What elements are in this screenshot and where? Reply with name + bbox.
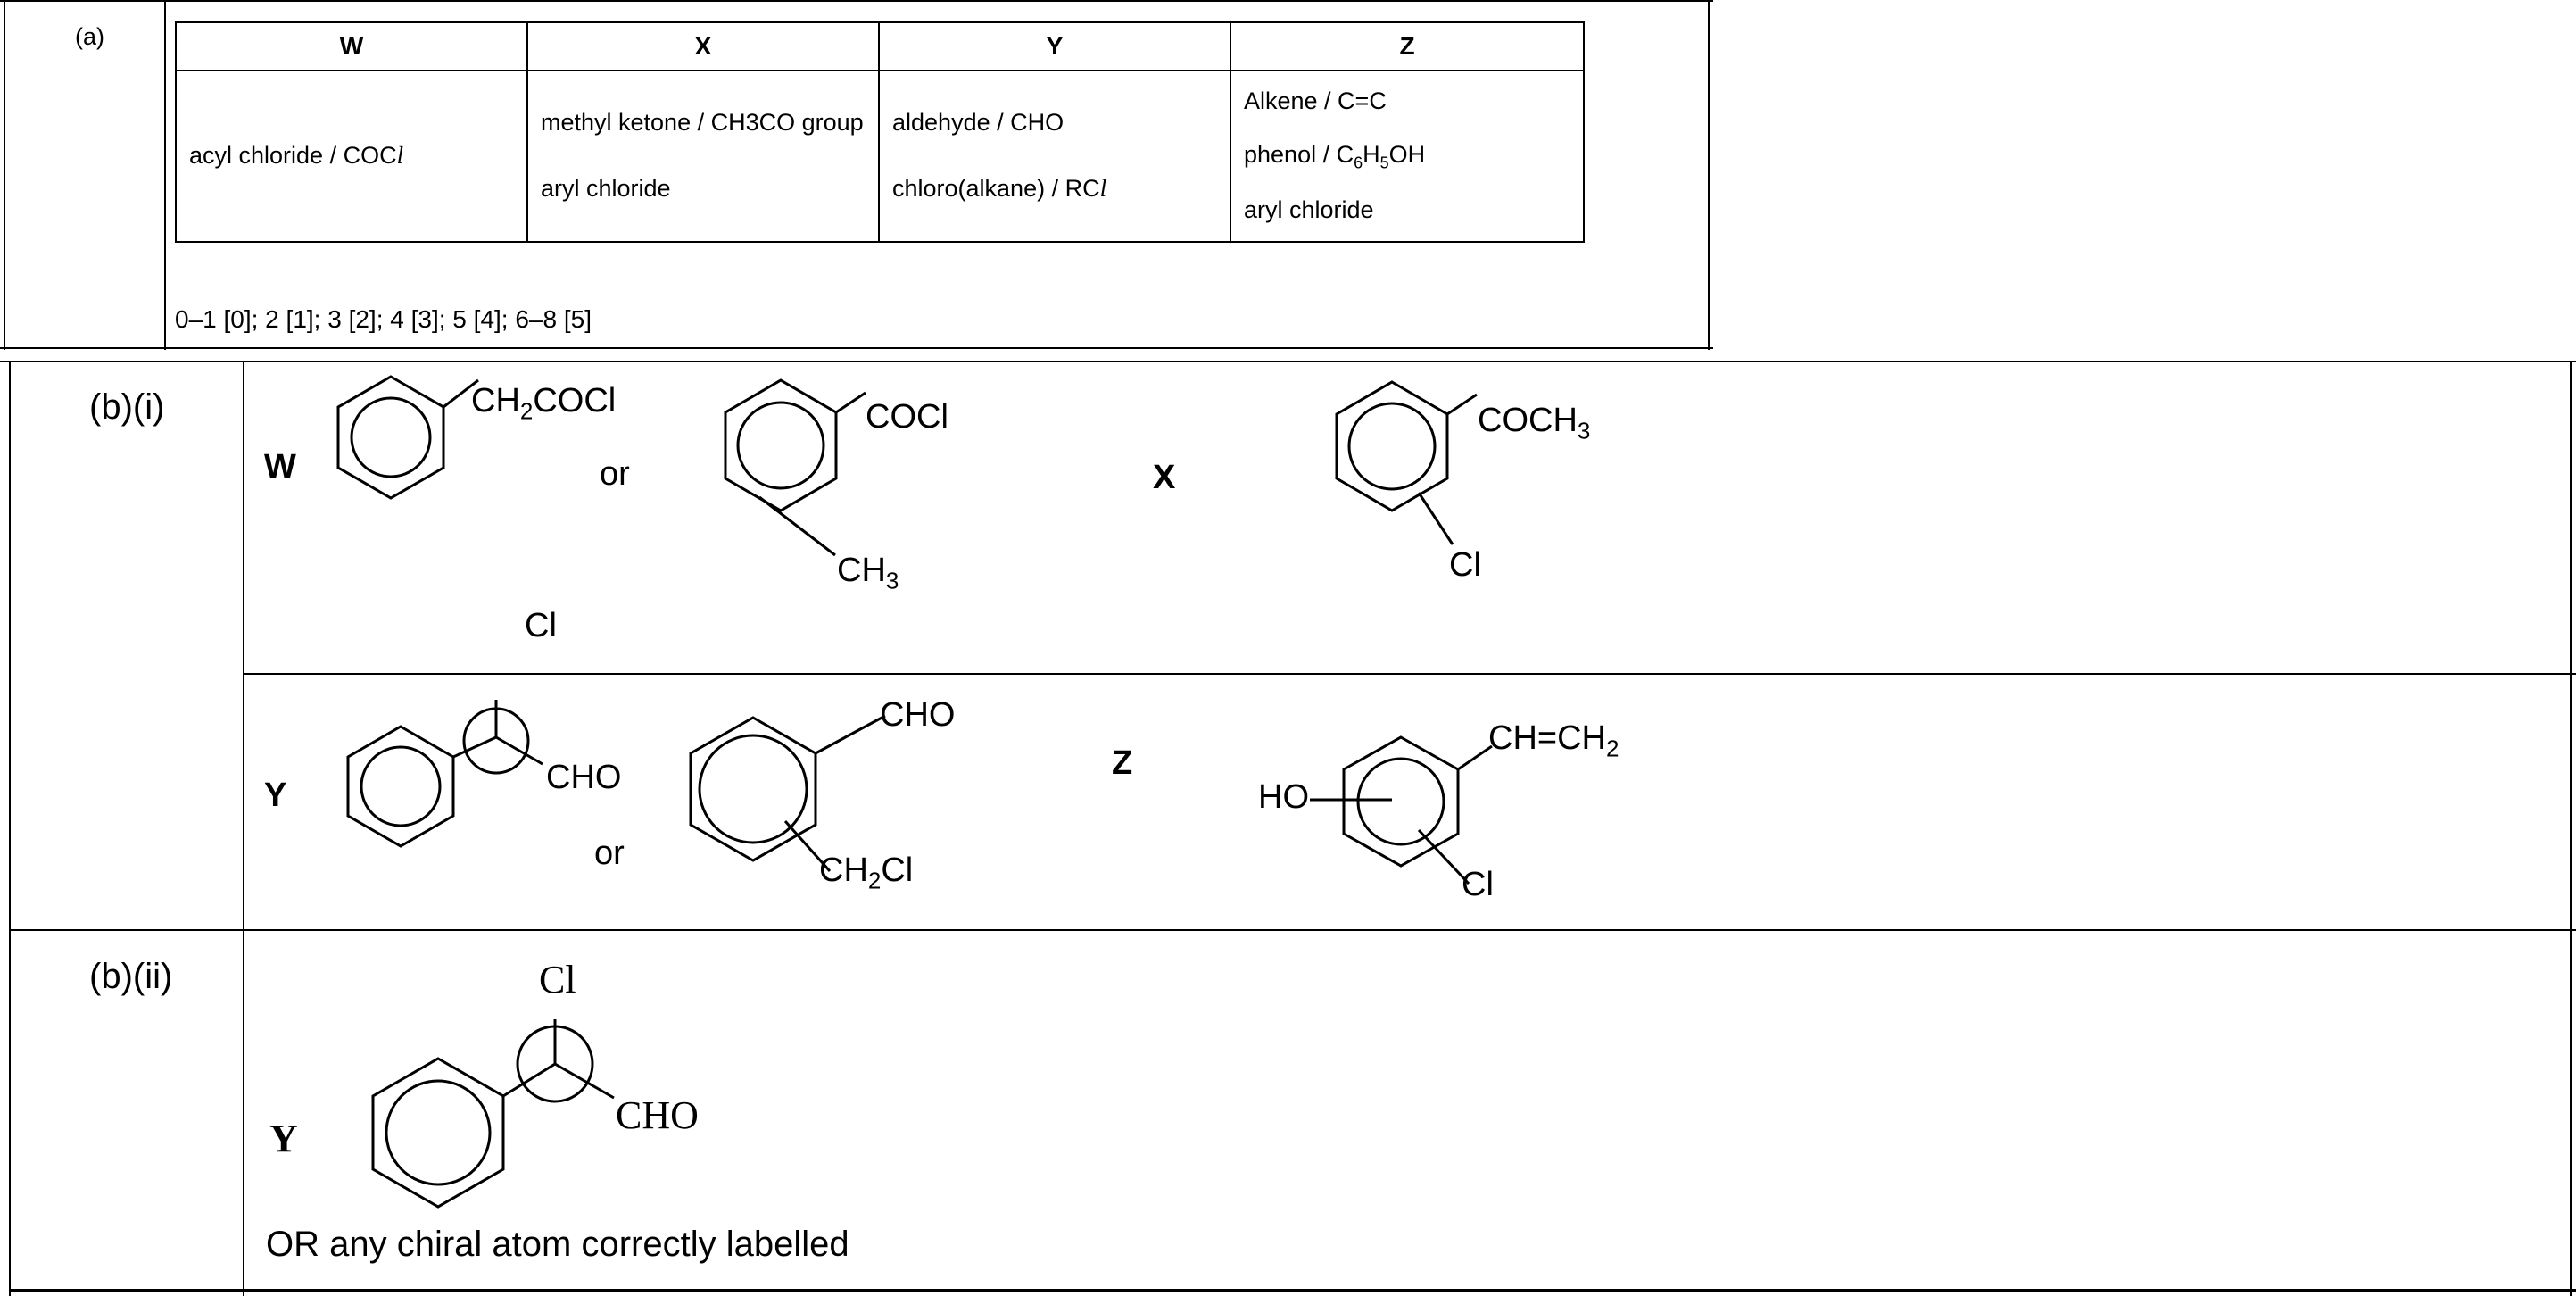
compound-x-label: X xyxy=(1153,459,1176,496)
table-row: acyl chloride / COCl methyl ketone / CH3… xyxy=(175,70,1585,243)
x-substituent: COCH3 xyxy=(1478,402,1591,444)
rule xyxy=(243,673,2576,675)
chiral-note: OR any chiral atom correctly labelled xyxy=(266,1225,849,1264)
header-z: Z xyxy=(1230,21,1585,71)
table-header-row: W X Y Z xyxy=(175,21,1585,71)
header-y: Y xyxy=(878,21,1231,71)
cell-x: methyl ketone / CH3CO group aryl chlorid… xyxy=(526,70,880,243)
part-bi-label: (b)(i) xyxy=(89,387,165,427)
cell-z: Alkene / C=C phenol / C6H5OH aryl chlori… xyxy=(1230,70,1585,243)
compound-w-label: W xyxy=(264,448,296,486)
bii-aldehyde: CHO xyxy=(616,1093,699,1137)
cell-text: aryl chloride xyxy=(541,175,671,202)
compound-y-label: Y xyxy=(264,777,287,814)
y2-substituent-2: CH2Cl xyxy=(819,852,914,894)
rule xyxy=(164,0,166,350)
cell-text-italic: l xyxy=(1099,175,1107,202)
rule xyxy=(2570,361,2572,1296)
cell-text: aldehyde / CHO xyxy=(892,109,1064,137)
cell-text: OH xyxy=(1388,140,1426,168)
z-hydroxyl: HO xyxy=(1258,778,1309,816)
bii-chloro: Cl xyxy=(539,958,576,1001)
chiral-marker-icon xyxy=(462,707,530,775)
cell-text: methyl ketone / CH3CO group xyxy=(541,109,864,137)
compound-z-label: Z xyxy=(1112,744,1133,782)
compound-y-label-bii: Y xyxy=(269,1117,298,1160)
cell-text-italic: l xyxy=(396,142,404,170)
benzene-ring-icon xyxy=(336,375,479,500)
y2-substituent: CHO xyxy=(880,696,956,734)
rule xyxy=(0,347,1713,349)
x-substituent-2: Cl xyxy=(1449,546,1481,584)
header-x: X xyxy=(526,21,880,71)
cell-y: aldehyde / CHO chloro(alkane) / RCl xyxy=(878,70,1231,243)
rule xyxy=(0,361,2576,362)
benzene-ring-icon xyxy=(346,700,543,848)
benzene-ring-icon xyxy=(371,1019,615,1209)
cell-text: aryl chloride xyxy=(1244,196,1374,224)
benzene-ring-icon xyxy=(689,714,886,872)
cell-w: acyl chloride / COCl xyxy=(175,70,528,243)
or-text: or xyxy=(594,835,625,872)
header-w: W xyxy=(175,21,528,71)
cell-text: 5 xyxy=(1379,153,1389,171)
chiral-marker-icon xyxy=(516,1025,594,1103)
rule xyxy=(0,0,1713,2)
z-chloro: Cl xyxy=(1462,866,1494,903)
functional-groups-table: W X Y Z acyl chloride / COCl methyl keto… xyxy=(175,21,1585,243)
rule xyxy=(9,1289,2576,1292)
rule xyxy=(243,361,244,1296)
benzene-ring-icon xyxy=(724,378,866,557)
or-text: or xyxy=(600,455,630,493)
cell-text: chloro(alkane) / RC xyxy=(892,175,1100,202)
part-a-label: (a) xyxy=(75,23,104,50)
cell-text: Alkene / C=C xyxy=(1244,87,1387,114)
y1-substituent: CHO xyxy=(546,759,622,796)
cell-text: 6 xyxy=(1354,153,1363,171)
w2-substituent-2: CH3 xyxy=(837,552,899,594)
z-substituent: CH=CH2 xyxy=(1488,719,1619,762)
marks-scheme: 0–1 [0]; 2 [1]; 3 [2]; 4 [3]; 5 [4]; 6–8… xyxy=(175,305,592,333)
rule xyxy=(4,0,5,350)
part-bii-label: (b)(ii) xyxy=(89,957,173,996)
w2-substituent: COCl xyxy=(866,398,948,436)
benzene-ring-icon xyxy=(1335,380,1478,545)
rule xyxy=(9,361,11,1296)
cell-text: H xyxy=(1363,140,1380,168)
cell-text: phenol / C xyxy=(1244,140,1354,168)
w1-substituent: CH2COCl xyxy=(471,382,617,425)
cell-text: acyl chloride / COC xyxy=(189,142,397,170)
rule xyxy=(1708,0,1710,350)
rule xyxy=(9,929,2576,931)
benzene-ring-icon xyxy=(1310,735,1493,885)
part-a-section: (a) W X Y Z acyl chloride / COCl methyl … xyxy=(0,0,1713,350)
stray-cl-text: Cl xyxy=(525,607,557,644)
